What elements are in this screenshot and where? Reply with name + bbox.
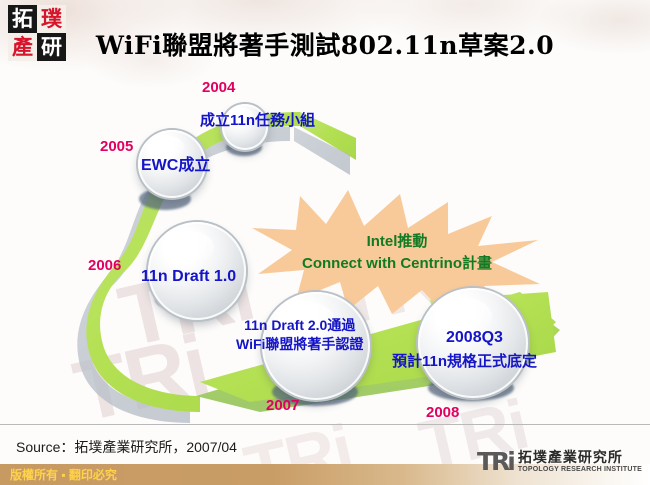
tri-wordmark-text: TRi bbox=[476, 447, 516, 476]
footer-divider bbox=[0, 424, 650, 425]
milestone-bubble-2006[interactable] bbox=[148, 222, 246, 320]
milestone-bubble-2005[interactable] bbox=[138, 130, 206, 198]
year-2004: 2004 bbox=[202, 79, 236, 96]
milestone-bubble-2007[interactable] bbox=[262, 292, 370, 400]
milestone-bubble-2004[interactable] bbox=[222, 104, 268, 150]
copyright-text: 版權所有 ▪ 翻印必究 bbox=[10, 468, 117, 482]
year-2005: 2005 bbox=[100, 138, 134, 155]
year-2008: 2008 bbox=[426, 404, 460, 421]
year-2007: 2007 bbox=[266, 397, 300, 414]
milestone-bubble-2008[interactable] bbox=[418, 288, 528, 398]
tri-wordmark: TRi bbox=[476, 447, 516, 476]
source-text: Source：拓墣產業研究所，2007/04 bbox=[16, 439, 237, 455]
footer-bar bbox=[0, 464, 650, 485]
logo-char-4: 研 bbox=[37, 33, 66, 61]
tri-brand-en: TOPOLOGY RESEARCH INSTITUTE bbox=[517, 466, 642, 473]
tri-brand-cn: 拓墣產業研究所 bbox=[517, 449, 623, 465]
logo-char-3: 產 bbox=[8, 33, 37, 61]
tri-square-logo: 拓 璞 產 研 bbox=[8, 5, 66, 61]
tri-brand-names: 拓墣產業研究所 TOPOLOGY RESEARCH INSTITUTE bbox=[518, 450, 642, 473]
starburst-shape bbox=[252, 190, 540, 318]
slide-title: WiFi聯盟將著手測試802.11n草案2.0 bbox=[95, 31, 555, 60]
year-2006: 2006 bbox=[88, 257, 122, 274]
tri-footer-logo: TRi 拓墣產業研究所 TOPOLOGY RESEARCH INSTITUTE bbox=[476, 447, 642, 476]
logo-char-2: 璞 bbox=[37, 5, 66, 33]
logo-char-1: 拓 bbox=[8, 5, 37, 33]
callout-starburst bbox=[252, 190, 540, 318]
